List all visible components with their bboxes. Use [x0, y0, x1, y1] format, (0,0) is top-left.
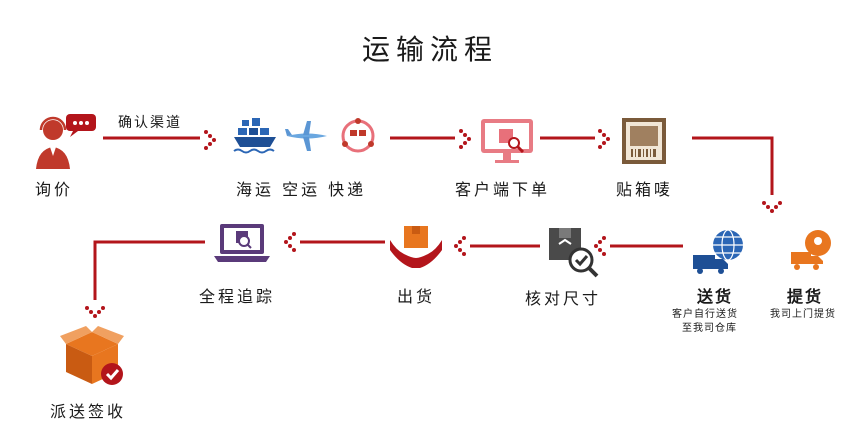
- arrow-dots-7: [284, 232, 296, 252]
- arrow-dots-4: [762, 201, 782, 213]
- step-channel-confirm-label: 确认渠道: [118, 115, 182, 131]
- arrow-dots-3: [598, 129, 610, 149]
- laptop-tracking-icon: [214, 224, 270, 262]
- step-measure-label: 核对尺寸: [525, 289, 602, 308]
- step-tracking-label: 全程追踪: [199, 287, 276, 306]
- hands-package-icon: [390, 226, 442, 268]
- pickup-truck-icon: [791, 230, 831, 270]
- step-delivery-note-1: 客户自行送货: [672, 309, 738, 320]
- arrow-dots-6: [454, 236, 466, 256]
- shipping-label-icon: [622, 118, 666, 164]
- arrow-dots-2: [459, 129, 471, 149]
- ship-icon: [233, 118, 276, 154]
- step-ship-out-label: 出货: [397, 287, 436, 306]
- arrow-dots-1: [204, 130, 216, 150]
- computer-order-icon: [481, 119, 533, 163]
- airplane-icon: [285, 121, 327, 151]
- step-label-print-label: 贴箱唛: [616, 180, 674, 199]
- connector-label-to-delivery: [692, 136, 774, 195]
- express-delivery-icon: [341, 118, 375, 153]
- arrow-dots-8: [85, 306, 105, 318]
- step-sign-receipt-label: 派送签收: [50, 402, 127, 421]
- package-received-icon: [60, 326, 124, 385]
- step-shipping-modes-label: 海运 空运 快递: [236, 180, 367, 199]
- step-delivery-note-2: 至我司仓库: [682, 323, 737, 334]
- step-pickup-label: 提货: [787, 287, 824, 306]
- step-pickup-note: 我司上门提货: [770, 309, 836, 320]
- diagram-title: 运输流程: [361, 33, 498, 66]
- arrow-dots-5: [594, 236, 606, 256]
- customer-service-icon: [36, 114, 96, 169]
- step-client-order-label: 客户端下单: [455, 180, 551, 199]
- connector-tracking-to-sign: [93, 240, 205, 300]
- delivery-truck-globe-icon: [693, 229, 743, 274]
- step-inquiry-label: 询价: [35, 180, 74, 199]
- box-inspect-icon: [549, 228, 599, 278]
- step-delivery-label: 送货: [697, 287, 734, 306]
